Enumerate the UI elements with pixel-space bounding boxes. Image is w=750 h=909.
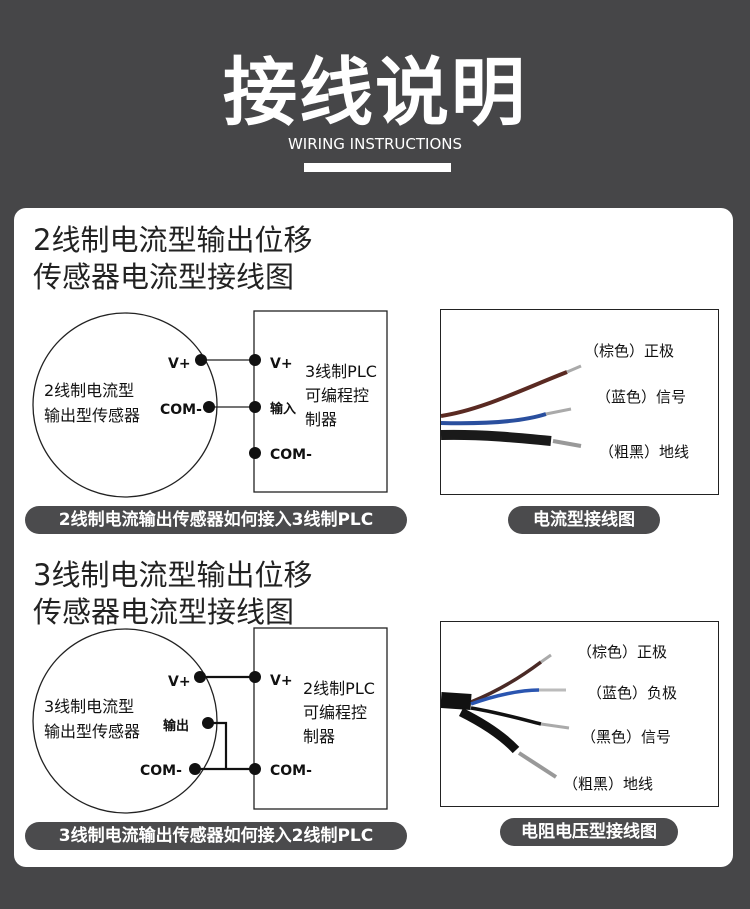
section-2-title-line1: 3线制电流型输出位移 — [33, 558, 313, 592]
wire-color: （棕色） — [577, 643, 638, 661]
wire-color: （黑色） — [581, 728, 642, 746]
wire-function: 地线 — [659, 443, 690, 461]
page-subtitle: WIRING INSTRUCTIONS — [287, 135, 463, 153]
wire-color: （棕色） — [584, 342, 645, 360]
section-2-title-line2: 传感器电流型接线图 — [33, 595, 295, 629]
wire-color: （粗黑） — [563, 775, 624, 793]
section-1-caption: 2线制电流输出传感器如何接入3线制PLC — [25, 506, 407, 534]
wire-function: 负极 — [647, 684, 678, 702]
section-1-title-line1: 2线制电流型输出位移 — [33, 223, 313, 257]
cable-image — [441, 364, 582, 448]
cable-image — [441, 653, 570, 779]
section-2-wire-photo: （棕色）正极 （蓝色）负极 （黑色）信号 （粗黑）地线 — [440, 621, 719, 807]
wire-function: 地线 — [623, 775, 654, 793]
section-1-photo-caption: 电流型接线图 — [508, 506, 660, 534]
section-2-title: 3线制电流型输出位移 传感器电流型接线图 — [33, 557, 312, 631]
wire-color: （蓝色） — [587, 684, 648, 702]
wire-function: 正极 — [637, 643, 668, 661]
wire-color: （蓝色） — [596, 388, 657, 406]
wire-color: （粗黑） — [599, 443, 660, 461]
section-1-wire-photo: （棕色）正极 （蓝色）信号 （粗黑）地线 — [440, 309, 719, 495]
page-title: 接线说明 — [223, 50, 527, 136]
section-2-caption: 3线制电流输出传感器如何接入2线制PLC — [25, 822, 407, 850]
wire-function: 信号 — [656, 388, 687, 406]
wire-function: 正极 — [644, 342, 675, 360]
section-1-title: 2线制电流型输出位移 传感器电流型接线图 — [33, 222, 312, 296]
wire-function: 信号 — [641, 728, 672, 746]
section-1-title-line2: 传感器电流型接线图 — [33, 260, 295, 294]
section-2-photo-caption: 电阻电压型接线图 — [500, 818, 678, 846]
title-underline — [304, 163, 451, 172]
